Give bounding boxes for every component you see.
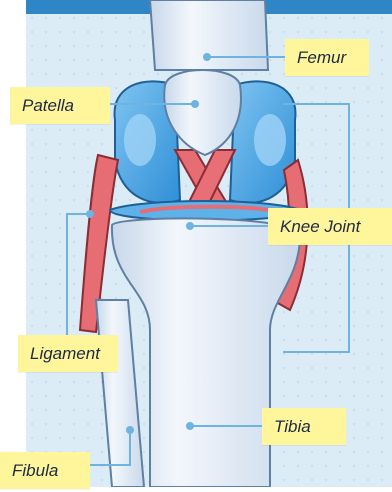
- dot-tibia: [186, 422, 194, 430]
- dot-femur: [203, 53, 211, 61]
- label-knee-joint: Knee Joint: [268, 208, 392, 245]
- dot-ligament: [86, 210, 94, 218]
- right-cartilage-highlight: [254, 114, 286, 166]
- label-patella: Patella: [10, 87, 110, 124]
- left-cartilage-highlight: [124, 114, 156, 166]
- label-ligament: Ligament: [18, 335, 118, 372]
- dot-fibula: [126, 426, 134, 434]
- label-fibula: Fibula: [0, 452, 90, 489]
- label-tibia: Tibia: [262, 408, 346, 445]
- label-femur: Femur: [285, 39, 369, 76]
- dot-patella: [191, 100, 199, 108]
